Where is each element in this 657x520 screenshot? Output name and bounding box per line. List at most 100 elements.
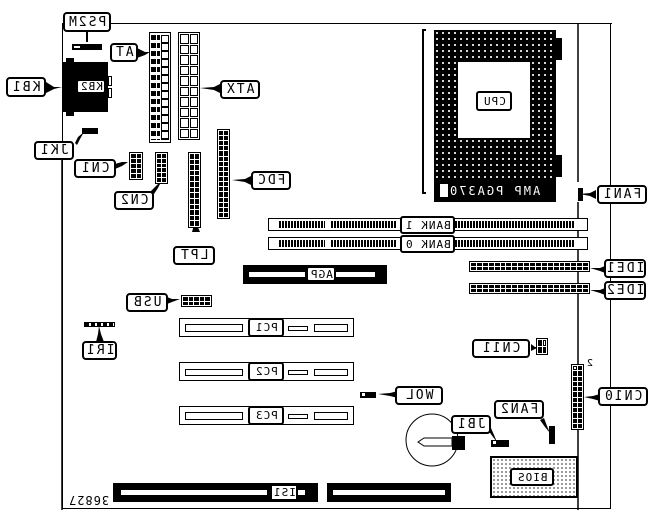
is1-text: IS1 (272, 486, 296, 499)
kb2-pin-b (108, 88, 112, 98)
bank0-pins-b (331, 240, 396, 247)
cn10-header (571, 364, 584, 430)
jk1-label: JK1 (34, 141, 74, 160)
at-pins-right (161, 35, 169, 140)
cn1-header (129, 152, 143, 180)
is1-label: IS1 (270, 484, 298, 501)
pc1-segment-c (314, 324, 348, 332)
cn2-label: CN2 (114, 191, 154, 210)
figure-number-text: 36827 (68, 493, 110, 507)
isa-slot-opening (121, 490, 267, 495)
board-top-edge (110, 23, 612, 24)
jk1-jumper (82, 128, 98, 134)
bank0-label: BANK 0 (400, 235, 455, 253)
wol-header (360, 392, 376, 398)
cn10-label: CN10 (598, 387, 648, 406)
atx-text: ATX (225, 82, 255, 97)
isa-slot (113, 483, 318, 502)
kb2-tab-top (66, 58, 74, 64)
agp-slot-right (335, 272, 375, 277)
socket-model-text: AMP PGA370 (447, 184, 540, 198)
battery-holder (452, 436, 465, 450)
lpt-header (188, 152, 201, 228)
usb-header (181, 295, 212, 307)
cn11-label: CN11 (472, 339, 530, 358)
pc3-segment-c (314, 412, 348, 420)
socket-clip-top (556, 38, 562, 60)
cn2-header (155, 152, 168, 184)
cn10-text: CN10 (603, 389, 643, 404)
pc2-segment-a (185, 369, 243, 376)
fan1-pointer (580, 190, 596, 199)
at-power-connector (149, 32, 171, 143)
usb-label: USB (126, 293, 168, 312)
bank0-text: BANK 0 (404, 237, 451, 251)
cn10-pin-label: 2 (587, 358, 593, 369)
atx-power-connector (178, 32, 200, 140)
wol-text: WOL (404, 388, 434, 403)
kb1-pointer (46, 82, 62, 93)
ide1-pointer (590, 266, 605, 273)
fdc-header (217, 129, 230, 219)
battery-clip (417, 437, 453, 447)
ide2-header (469, 283, 590, 294)
ps2m-pin1 (74, 46, 80, 48)
at-pins-left (151, 35, 156, 140)
ps2m-leader (86, 32, 88, 42)
atx-label: ATX (220, 80, 260, 99)
cn10-pointer (584, 394, 600, 401)
bank1-pins-b (331, 221, 396, 228)
pc1-label: PC1 (248, 318, 284, 337)
bank1-pins-a (279, 221, 325, 228)
jk1-text: JK1 (39, 143, 69, 158)
ide2-pointer (590, 288, 605, 295)
usb-text: USB (132, 295, 162, 310)
fan1-text: FAN1 (602, 187, 642, 202)
socket-clip-bottom (556, 155, 562, 177)
pc1-segment-b (288, 326, 308, 331)
ir1-header (84, 322, 115, 327)
at-text: AT (114, 45, 134, 60)
cn11-pointer (531, 344, 540, 351)
socket-latch-icon (439, 183, 449, 198)
kb2-pin-a (108, 76, 112, 86)
bank1-label: BANK 1 (400, 216, 455, 234)
ir1-text: IR1 (84, 343, 115, 358)
jk1-pointer (75, 132, 84, 145)
fdc-text: FDC (256, 173, 286, 188)
wol-pin1 (362, 393, 365, 396)
secondary-slot (327, 483, 451, 502)
lpt-text: LPT (179, 248, 209, 263)
cn1-text: CN1 (80, 161, 110, 176)
cn11-text: CN11 (481, 341, 521, 356)
pc3-text: PC3 (254, 409, 278, 422)
at-label: AT (110, 43, 138, 62)
at-pointer (137, 48, 150, 58)
fan2-label: FAN2 (494, 400, 544, 419)
at-pins-mid (157, 35, 160, 140)
ide2-label: IDE2 (604, 281, 646, 300)
jb1-jumper (491, 440, 509, 447)
jb1-label: JB1 (451, 415, 491, 434)
cpu-label: CPU (476, 91, 512, 111)
fan2-header (549, 426, 555, 444)
agp-text: AGP (309, 267, 333, 281)
pc2-label: PC2 (248, 362, 284, 381)
kb2-label: KB2 (76, 79, 106, 94)
fan2-text: FAN2 (499, 402, 539, 417)
bank1-pins-c (449, 221, 574, 228)
pc3-label: PC3 (248, 406, 284, 425)
socket-model-label: AMP PGA370 (434, 180, 556, 202)
cn2-text: CN2 (119, 193, 149, 208)
fan1-label: FAN1 (597, 185, 647, 204)
figure-number: 36827 (68, 493, 109, 507)
wol-pointer (378, 391, 398, 398)
pc3-segment-a (185, 412, 243, 420)
bank1-text: BANK 1 (404, 218, 451, 232)
jb1-pin1 (493, 441, 496, 444)
cn1-pointer (115, 162, 128, 169)
kb1-label: KB1 (6, 77, 46, 97)
bios-text: BIOS (516, 470, 548, 484)
ps2m-label: PS2M (63, 12, 111, 32)
